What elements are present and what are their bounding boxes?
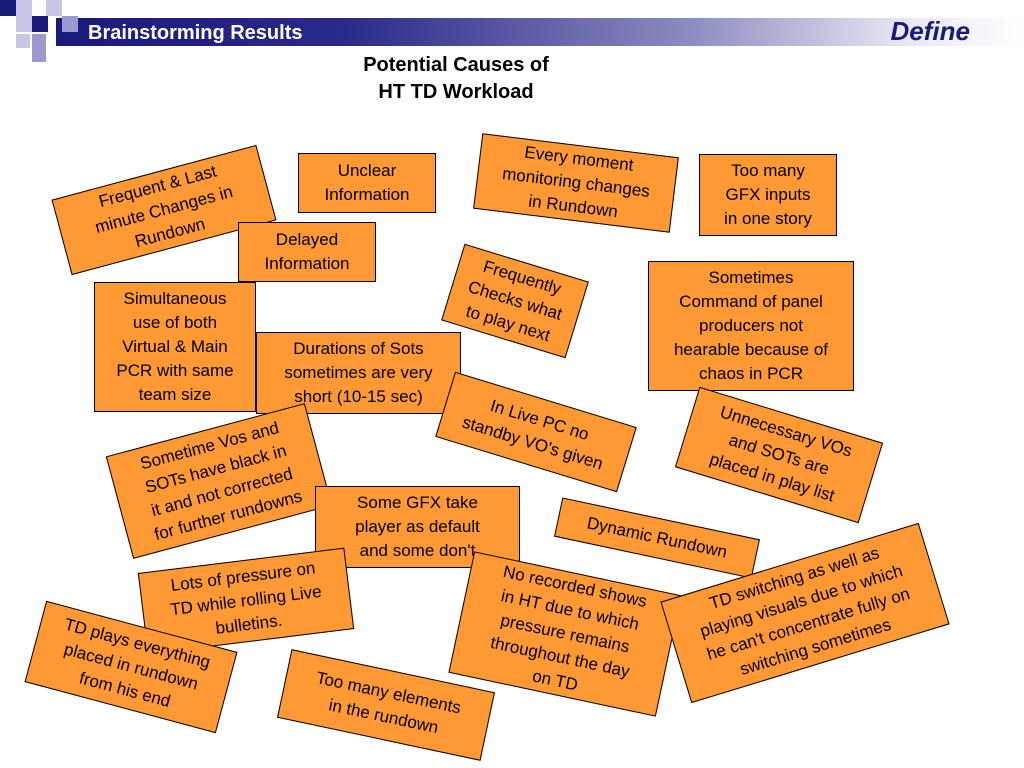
card-text-line: hearable because of bbox=[673, 340, 829, 359]
card-dynamic-rundown: Dynamic Rundown bbox=[554, 497, 760, 579]
card-text-line: chaos in PCR bbox=[699, 364, 803, 383]
accent-square-light-4 bbox=[16, 34, 30, 48]
header-band bbox=[56, 18, 1024, 46]
card-text-line: Delayed bbox=[275, 230, 339, 249]
card-text-line: Unclear bbox=[337, 161, 397, 180]
accent-square-light-3 bbox=[16, 16, 32, 32]
card-text-line: producers not bbox=[699, 316, 803, 335]
card-text: Some GFX take player as default and some d… bbox=[355, 491, 480, 563]
card-text-line: Command of panel bbox=[679, 292, 823, 311]
card-text-line: player as default bbox=[355, 517, 480, 536]
slide-title-line-2: HT TD Workload bbox=[378, 81, 534, 103]
slide-title-line-1: Potential Causes of bbox=[363, 54, 549, 76]
card-text-line: in one story bbox=[724, 209, 812, 228]
card-text-line: Dynamic Rundown bbox=[585, 513, 729, 562]
accent-square-mid-1 bbox=[62, 16, 78, 32]
card-text-line: Simultaneous bbox=[123, 289, 227, 308]
card-text-line: GFX inputs bbox=[725, 185, 811, 204]
phase-label: Define bbox=[890, 16, 970, 46]
accent-square-light-2 bbox=[46, 0, 62, 16]
accent-square-navy-1 bbox=[0, 0, 16, 16]
card-text-line: PCR with same bbox=[116, 361, 234, 380]
card-text-line: short (10-15 sec) bbox=[294, 387, 423, 406]
card-text-line: use of both bbox=[132, 313, 218, 332]
slide-title: Potential Causes of HT TD Workload bbox=[306, 52, 606, 106]
card-text: Durations of Sots sometimes are very short… bbox=[284, 337, 432, 409]
card-text-line: Durations of Sots bbox=[293, 339, 424, 358]
accent-square-light-1 bbox=[16, 0, 32, 16]
card-text-line: Sometimes bbox=[708, 268, 794, 287]
accent-square-mid-2 bbox=[32, 34, 46, 48]
card-text-line: Some GFX take bbox=[357, 493, 478, 512]
card-durations-of-sots: Durations of Sots sometimes are very short… bbox=[256, 332, 461, 414]
card-text-line: Virtual & Main bbox=[122, 337, 228, 356]
card-text-line: team size bbox=[138, 385, 212, 404]
card-text-line: Too many bbox=[731, 161, 805, 180]
accent-square-mid-3 bbox=[32, 48, 46, 62]
card-text: Dynamic Rundown bbox=[585, 511, 730, 564]
section-title: Brainstorming Results bbox=[88, 22, 303, 44]
card-text-line: Information bbox=[264, 254, 350, 273]
accent-square-navy-2 bbox=[32, 16, 48, 32]
card-text-line: sometimes are very bbox=[284, 363, 433, 382]
card-text-line: and some don't bbox=[359, 541, 476, 560]
card-text-line: Information bbox=[324, 185, 410, 204]
